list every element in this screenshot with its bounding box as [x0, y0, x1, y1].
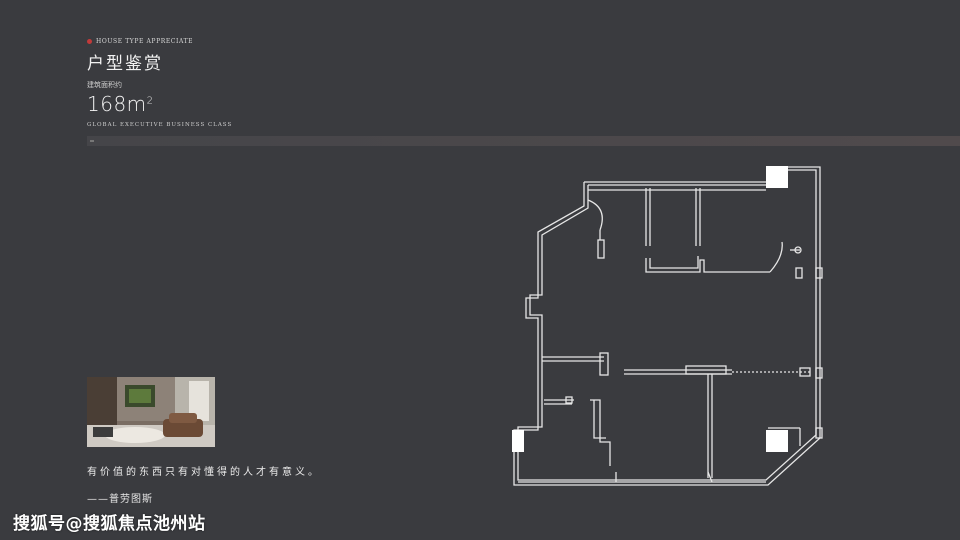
area-unit-superscript: 2: [146, 95, 154, 107]
page-title: 户型鉴赏: [87, 54, 163, 74]
floor-plan-drawing: [512, 166, 823, 486]
divider-tick: [90, 140, 94, 142]
area-number: 168m: [87, 92, 147, 116]
header-divider: [87, 136, 960, 146]
subline: GLOBAL EXECUTIVE BUSINESS CLASS: [87, 122, 233, 128]
eyebrow: HOUSE TYPE APPRECIATE: [87, 38, 232, 45]
quote-text: 有价值的东西只有对懂得的人才有意义。: [87, 467, 321, 478]
watermark: 搜狐号@搜狐焦点池州站: [13, 514, 206, 534]
header-block: HOUSE TYPE APPRECIATE 户型鉴赏 建筑面积约 168m2 G…: [87, 38, 232, 128]
interior-photo: [87, 377, 215, 447]
floor-plan: [500, 160, 840, 499]
area-value: 168m2: [87, 92, 232, 116]
eyebrow-text: HOUSE TYPE APPRECIATE: [96, 38, 194, 45]
red-dot-icon: [87, 39, 92, 44]
area-label: 建筑面积约: [87, 81, 122, 89]
living-room-image: [87, 377, 215, 447]
quote-author: ——普劳图斯: [87, 494, 153, 505]
